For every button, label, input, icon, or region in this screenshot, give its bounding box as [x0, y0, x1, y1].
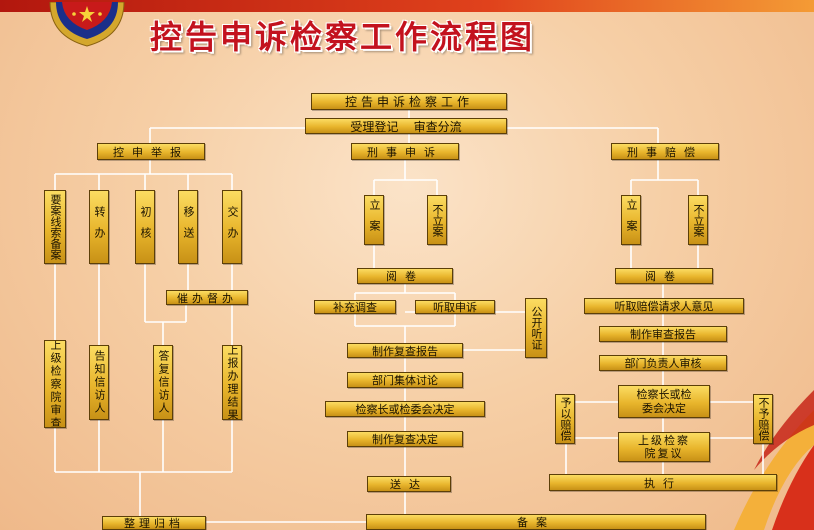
node-li-an: 立案	[364, 195, 384, 245]
node-bumen-taolun: 部门集体讨论	[347, 372, 463, 388]
node-zhizuo-fucha: 制作复查报告	[347, 343, 463, 358]
node-buli-an-peichang: 不立案	[688, 195, 708, 245]
node-yuejuan: 阅卷	[357, 268, 453, 284]
node-fuzeren: 部门负责人审核	[599, 355, 727, 371]
node-jiao: 交办	[222, 190, 242, 264]
node-zhuan: 转办	[89, 190, 109, 264]
node-tingqu-peichang: 听取赔偿请求人意见	[584, 298, 744, 314]
node-branch-xingshi: 刑事申诉	[351, 143, 459, 160]
node-li-an-peichang: 立案	[621, 195, 641, 245]
node-shencha-baogao: 制作审查报告	[599, 326, 727, 342]
node-jcz-peichang: 检察长或检委会决定	[618, 385, 710, 418]
node-buli-an: 不立案	[427, 195, 447, 245]
node-gaozhi: 告知信访人	[89, 345, 109, 420]
node-branch-peichang: 刑事赔偿	[611, 143, 719, 160]
node-jueding: 检察长或检委会决定	[325, 401, 485, 417]
page-title: 控告申诉检察工作流程图	[150, 18, 536, 56]
node-fucha-jueding: 制作复查决定	[347, 431, 463, 447]
node-tingqu: 听取申诉	[415, 300, 495, 314]
node-shangji-shencha: 上级检察院审查	[44, 340, 66, 428]
procuratorate-emblem-icon	[49, 2, 125, 47]
node-branch-kongshen: 控申举报	[97, 143, 205, 160]
node-shangji-fuyi: 上级检察院复议	[618, 432, 710, 462]
node-accept: 受理登记 审查分流	[305, 118, 507, 134]
node-zhixing: 执行	[549, 474, 777, 491]
node-chu: 初核	[135, 190, 155, 264]
node-guidang: 整理归档	[102, 516, 206, 530]
node-bei-an: 备案	[366, 514, 706, 530]
node-buyu: 不予赔偿	[753, 394, 773, 444]
node-cuiban: 催办督办	[166, 290, 248, 305]
node-yaoan: 要案线索备案	[44, 190, 66, 264]
top-band	[0, 0, 814, 12]
node-yi: 移送	[178, 190, 198, 264]
node-yuejuan-peichang: 阅卷	[615, 268, 713, 284]
corner-swoosh-decoration	[734, 390, 814, 530]
node-yuyi: 予以赔偿	[555, 394, 575, 444]
node-dafu: 答复信访人	[153, 345, 173, 420]
node-buchong: 补充调查	[314, 300, 396, 314]
node-root: 控告申诉检察工作	[311, 93, 507, 110]
node-songda: 送达	[367, 476, 451, 492]
node-gongkai: 公开听证	[525, 298, 547, 358]
node-shangbao: 上报办理结果	[222, 345, 242, 420]
